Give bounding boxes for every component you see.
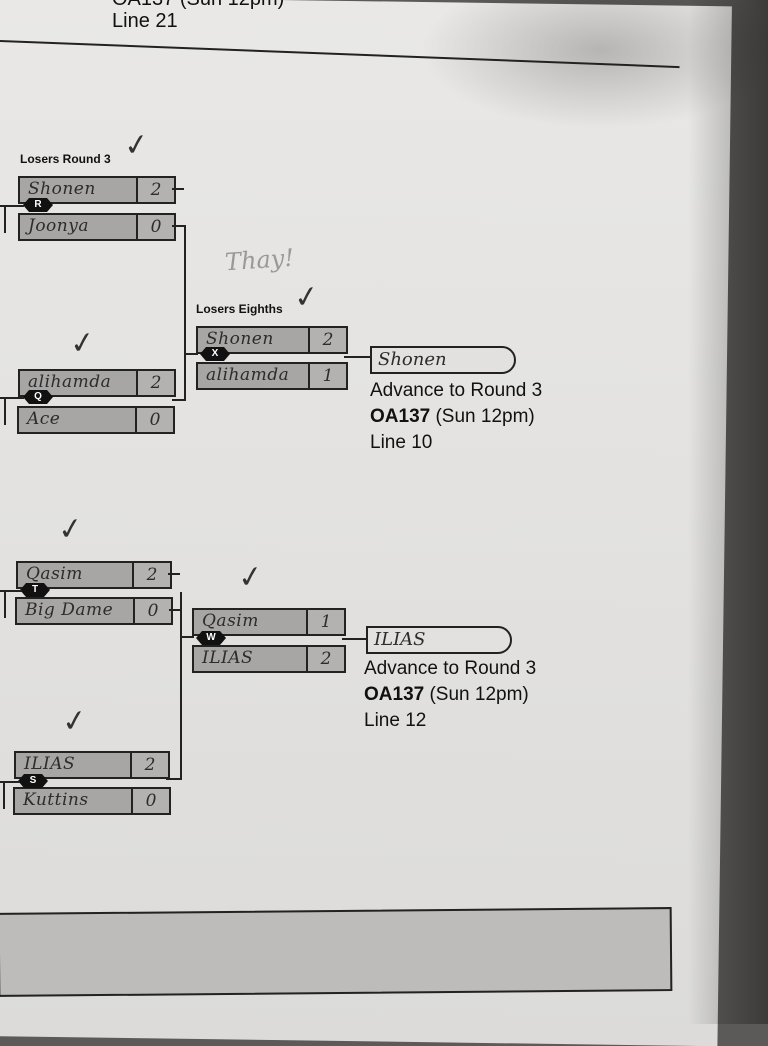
round-label-losers-eighths: Losers Eighths: [196, 302, 283, 316]
connector: [4, 397, 6, 425]
match-r-slot-2[interactable]: Joonya 0: [18, 213, 176, 241]
match-s-slot-2[interactable]: Kuttins 0: [13, 787, 171, 815]
match-badge-r: R: [23, 198, 53, 212]
shadow: [420, 0, 768, 130]
player-score: 2: [308, 328, 346, 352]
connector: [180, 636, 194, 638]
player-score: 2: [136, 178, 174, 202]
match-badge-x: X: [200, 347, 230, 361]
header-line: Line 21: [112, 10, 178, 32]
session-time: (Sun 12pm): [429, 684, 529, 705]
player-name: Joonya: [28, 216, 89, 236]
player-score: 0: [136, 215, 174, 239]
match-q-slot-2[interactable]: Ace 0: [17, 406, 175, 434]
check-icon: ✓: [121, 126, 152, 165]
player-name: Shonen: [206, 329, 274, 349]
connector: [0, 590, 22, 592]
connector: [172, 188, 184, 190]
connector: [168, 573, 180, 575]
player-name: Big Dame: [25, 600, 114, 620]
connector: [184, 225, 186, 400]
advance-info-w: Advance to Round 3 OA137 (Sun 12pm) Line…: [364, 656, 536, 734]
player-name: Ace: [27, 409, 61, 429]
check-icon: ✓: [235, 558, 266, 597]
connector: [172, 399, 186, 401]
winner-box-w[interactable]: ILIAS: [366, 626, 512, 654]
match-q-slot-1[interactable]: alihamda 2: [18, 369, 176, 397]
match-w-slot-1[interactable]: Qasim 1: [192, 608, 346, 636]
player-name: Kuttins: [23, 790, 89, 810]
advance-info-x: Advance to Round 3 OA137 (Sun 12pm) Line…: [370, 378, 542, 456]
match-badge-t: T: [20, 583, 50, 597]
footer-box: [0, 907, 673, 997]
connector: [3, 781, 5, 809]
connector: [4, 590, 6, 618]
winner-box-x[interactable]: Shonen: [370, 346, 516, 374]
match-w-slot-2[interactable]: ILIAS 2: [192, 645, 346, 673]
connector: [0, 397, 24, 399]
player-name: Shonen: [28, 179, 96, 199]
connector: [166, 778, 182, 780]
player-name: alihamda: [28, 372, 112, 392]
advance-line: Line 12: [364, 710, 427, 731]
edge-shadow: [688, 0, 768, 1024]
header-partial-text: OA137 (Sun 12pm): [112, 0, 284, 11]
player-score: 2: [132, 563, 170, 587]
match-x-slot-2[interactable]: alihamda 1: [196, 362, 348, 390]
session-code: OA137: [370, 406, 431, 427]
advance-session: OA137 (Sun 12pm): [364, 682, 536, 708]
connector: [344, 356, 370, 358]
player-name: Qasim: [26, 564, 83, 584]
player-score: 1: [308, 364, 346, 388]
player-score: 2: [306, 647, 344, 671]
winner-name: Shonen: [378, 349, 447, 370]
connector: [0, 205, 24, 207]
connector: [342, 638, 366, 640]
match-badge-w: W: [196, 631, 226, 645]
check-icon: ✓: [59, 702, 90, 741]
player-name: Qasim: [202, 611, 259, 631]
match-badge-q: Q: [23, 390, 53, 404]
session-time: (Sun 12pm): [435, 406, 535, 427]
handwritten-note: Thay!: [224, 243, 295, 277]
player-score: 0: [131, 789, 169, 813]
connector: [172, 225, 184, 227]
advance-session: OA137 (Sun 12pm): [370, 404, 542, 430]
match-s-slot-1[interactable]: ILIAS 2: [14, 751, 170, 779]
player-name: alihamda: [206, 365, 290, 385]
match-badge-s: S: [18, 774, 48, 788]
check-icon: ✓: [291, 278, 322, 317]
connector: [180, 592, 182, 780]
session-code: OA137: [364, 684, 425, 705]
connector: [184, 353, 198, 355]
advance-line: Line 10: [370, 432, 433, 453]
player-name: ILIAS: [24, 754, 76, 774]
player-score: 0: [133, 599, 171, 623]
player-score: 0: [135, 408, 173, 432]
connector: [0, 781, 20, 783]
winner-name: ILIAS: [374, 629, 426, 650]
round-label-losers-round3: Losers Round 3: [20, 152, 111, 166]
advance-text: Advance to Round 3: [364, 658, 537, 679]
player-score: 1: [306, 610, 344, 634]
player-name: ILIAS: [202, 648, 254, 668]
match-t-slot-1[interactable]: Qasim 2: [16, 561, 172, 589]
connector: [169, 609, 181, 611]
check-icon: ✓: [67, 324, 98, 363]
player-score: 2: [136, 371, 174, 395]
match-t-slot-2[interactable]: Big Dame 0: [15, 597, 173, 625]
check-icon: ✓: [55, 510, 86, 549]
connector: [4, 205, 6, 233]
advance-text: Advance to Round 3: [370, 380, 543, 401]
player-score: 2: [130, 753, 168, 777]
